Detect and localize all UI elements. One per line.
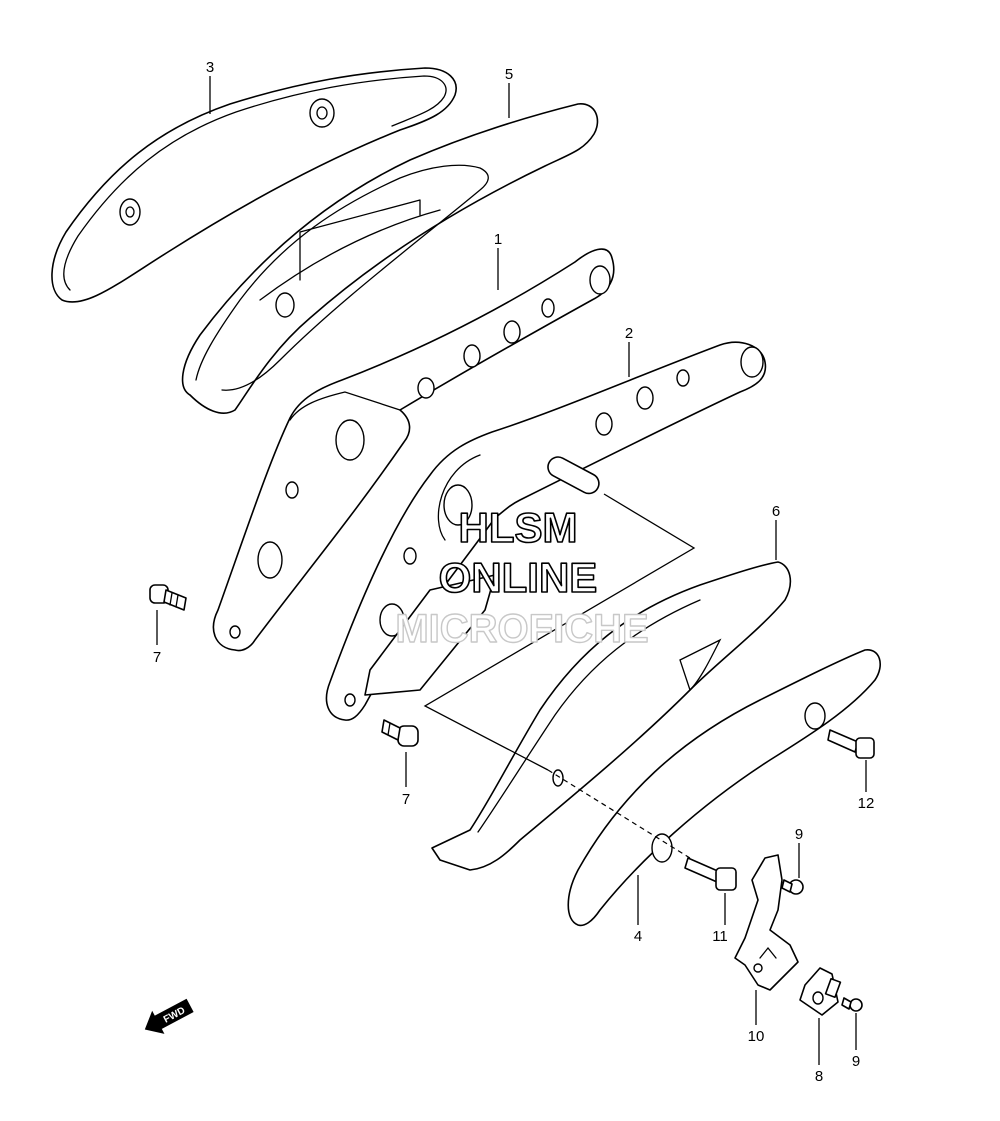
part-1-main-hole xyxy=(335,419,365,461)
part-2-lower-plate xyxy=(364,574,496,696)
part-2-pivot-boss xyxy=(740,346,764,378)
part-10-bracket xyxy=(734,854,799,991)
callout-9-lower: 9 xyxy=(852,1053,860,1070)
part-3-cover xyxy=(51,67,457,303)
part-3-mount-hole-lower xyxy=(119,198,141,226)
fwd-label: FWD xyxy=(162,1005,187,1025)
callout-6: 6 xyxy=(772,503,780,520)
callout-1: 1 xyxy=(494,231,502,248)
part-3-mount-hole-upper xyxy=(309,98,335,128)
watermark-line-3: MICROFICHE xyxy=(395,607,648,651)
part-5-mount-hole xyxy=(275,292,295,318)
part-7-bolt-right xyxy=(381,719,419,747)
callout-12: 12 xyxy=(858,795,875,812)
part-6-cover xyxy=(431,561,792,871)
part-12-bolt xyxy=(827,729,875,759)
callout-10: 10 xyxy=(748,1028,765,1045)
part-4-mount-hole-lower xyxy=(651,833,673,863)
fwd-arrow-icon: FWD xyxy=(144,998,194,1034)
callout-2: 2 xyxy=(625,325,633,342)
part-9-screw-upper xyxy=(781,879,804,895)
watermark: HLSM ONLINE MICROFICHE xyxy=(395,503,650,652)
part-2-bracket xyxy=(325,341,767,721)
part-2-spacer xyxy=(547,456,600,495)
callout-labels: 3 5 1 2 6 7 7 12 9 11 4 10 9 8 xyxy=(153,59,875,1085)
callout-4: 4 xyxy=(634,928,642,945)
callout-11: 11 xyxy=(712,928,728,945)
part-1-pivot-boss xyxy=(589,265,611,295)
part-4-cover xyxy=(567,649,881,927)
watermark-line-2: ONLINE xyxy=(439,554,598,601)
part-11-bolt xyxy=(684,857,737,891)
callout-3: 3 xyxy=(206,59,214,76)
assembly-lines xyxy=(423,493,696,859)
part-9-screw-lower xyxy=(841,997,863,1012)
part-8-clamp xyxy=(799,967,842,1016)
callout-9-upper: 9 xyxy=(795,826,803,843)
part-4-mount-hole-upper xyxy=(804,702,826,730)
callout-7-right: 7 xyxy=(402,791,410,808)
callout-5: 5 xyxy=(505,66,513,83)
callout-7-left: 7 xyxy=(153,649,161,666)
part-1-bracket xyxy=(212,248,615,652)
callout-8: 8 xyxy=(815,1068,823,1085)
watermark-line-1: HLSM xyxy=(459,504,578,551)
part-2-main-hole xyxy=(443,484,473,526)
part-7-bolt-left xyxy=(149,584,187,611)
part-5-cover xyxy=(181,103,599,414)
leader-lines xyxy=(156,76,867,1065)
